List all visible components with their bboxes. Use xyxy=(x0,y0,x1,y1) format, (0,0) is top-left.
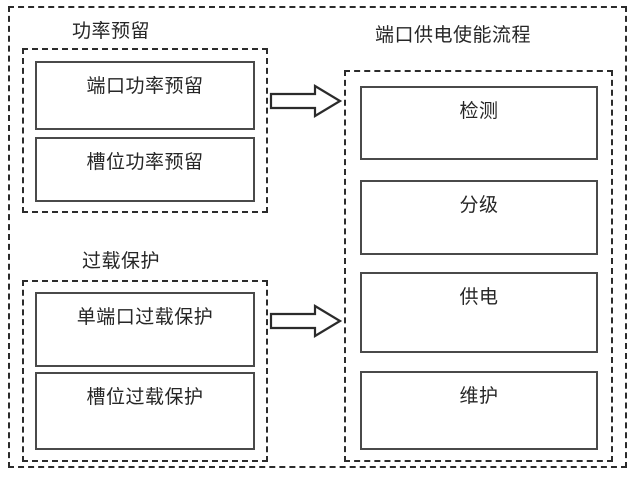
group-box-overload-protection xyxy=(22,280,268,462)
box-label-classification: 分级 xyxy=(459,194,499,216)
group-box-power-reservation xyxy=(22,48,268,213)
box-power-supply[interactable]: 供电 xyxy=(360,272,598,353)
group-box-port-power-enable-process xyxy=(344,70,613,462)
arrow-right-icon-top xyxy=(269,84,343,118)
group-caption-overload-protection: 过载保护 xyxy=(82,250,161,272)
box-label-slot-power-reservation: 槽位功率预留 xyxy=(86,151,204,173)
box-detection[interactable]: 检测 xyxy=(360,86,598,160)
box-label-maintenance: 维护 xyxy=(459,385,499,407)
box-label-port-power-reservation: 端口功率预留 xyxy=(86,75,204,97)
box-maintenance[interactable]: 维护 xyxy=(360,371,598,450)
box-label-detection: 检测 xyxy=(459,100,499,122)
box-slot-overload-protection[interactable]: 槽位过载保护 xyxy=(35,372,255,450)
box-label-single-port-overload-protection: 单端口过载保护 xyxy=(76,306,214,328)
box-classification[interactable]: 分级 xyxy=(360,180,598,255)
box-port-power-reservation[interactable]: 端口功率预留 xyxy=(35,61,255,130)
group-caption-port-power-enable-process: 端口供电使能流程 xyxy=(375,24,532,46)
group-caption-power-reservation: 功率预留 xyxy=(72,20,151,42)
box-label-power-supply: 供电 xyxy=(459,286,499,308)
arrow-right-icon-bottom xyxy=(269,304,343,338)
box-slot-power-reservation[interactable]: 槽位功率预留 xyxy=(35,137,255,202)
outer-dashed-frame xyxy=(8,6,627,468)
box-label-slot-overload-protection: 槽位过载保护 xyxy=(86,386,204,408)
box-single-port-overload-protection[interactable]: 单端口过载保护 xyxy=(35,292,255,367)
